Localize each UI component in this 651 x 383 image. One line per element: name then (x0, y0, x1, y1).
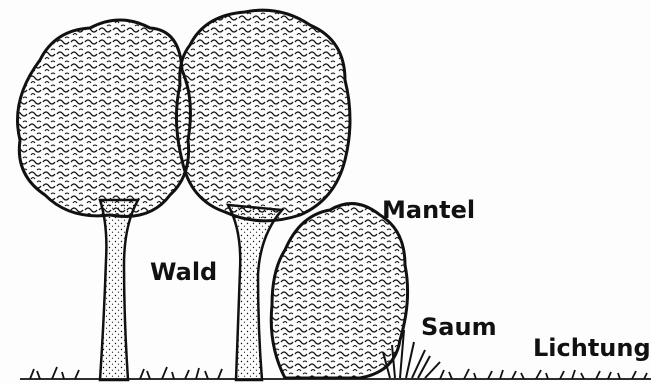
label-mantel: Mantel (382, 198, 475, 222)
label-lichtung: Lichtung (533, 336, 651, 360)
shrub (271, 204, 407, 378)
label-saum: Saum (421, 315, 497, 339)
label-wald: Wald (150, 260, 217, 284)
tree-left-crown (18, 20, 191, 216)
tree-right-crown (176, 10, 350, 221)
tree-left-trunk (100, 200, 138, 380)
